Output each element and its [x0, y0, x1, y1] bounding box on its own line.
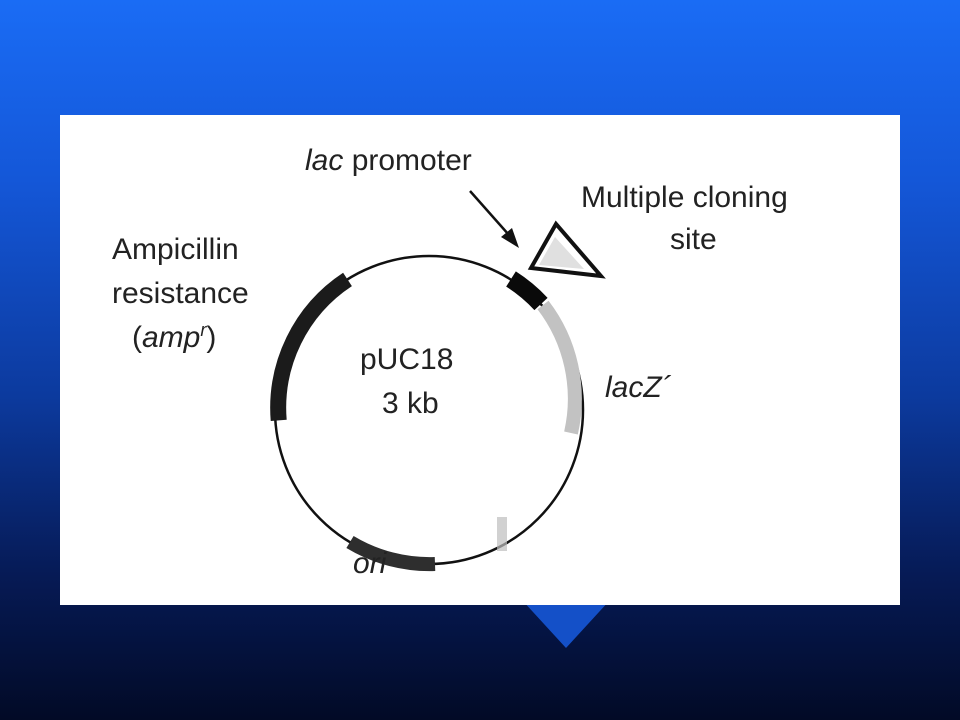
plasmid-name: pUC18	[360, 343, 454, 376]
ori-segment	[346, 535, 436, 572]
amp-superscript: r	[200, 320, 207, 340]
ori-label: ori	[353, 547, 387, 580]
amp-resistance-segment	[270, 272, 352, 422]
figure-panel: lac promoter Multiple cloning site Ampic…	[60, 115, 900, 605]
mcs-triangle-shade	[539, 237, 584, 269]
amp-gene-text: amp	[142, 321, 201, 354]
lac-promoter-arrow-line	[469, 190, 510, 236]
amp-open-paren: (	[132, 321, 142, 354]
promoter-text: promoter	[343, 144, 472, 177]
amp-label-line3: (ampr)	[132, 321, 216, 355]
lacz-segment	[537, 300, 582, 435]
lac-promoter-segment	[505, 271, 548, 311]
plasmid-map	[270, 190, 606, 572]
amp-label-line1: Ampicillin	[112, 233, 239, 266]
pointer-triangle	[522, 600, 610, 648]
mcs-label-line2: site	[670, 223, 717, 256]
scan-smudge	[497, 517, 507, 551]
lacz-label: lacZ´	[605, 371, 672, 404]
mcs-label-line1: Multiple cloning	[581, 181, 788, 214]
plasmid-size: 3 kb	[382, 387, 439, 420]
lac-promoter-arrow-head	[501, 228, 519, 248]
lac-italic-text: lac	[305, 144, 344, 177]
amp-label-line2: resistance	[112, 277, 249, 310]
amp-close-paren: )	[206, 321, 217, 354]
lac-promoter-label: lac promoter	[305, 144, 472, 178]
